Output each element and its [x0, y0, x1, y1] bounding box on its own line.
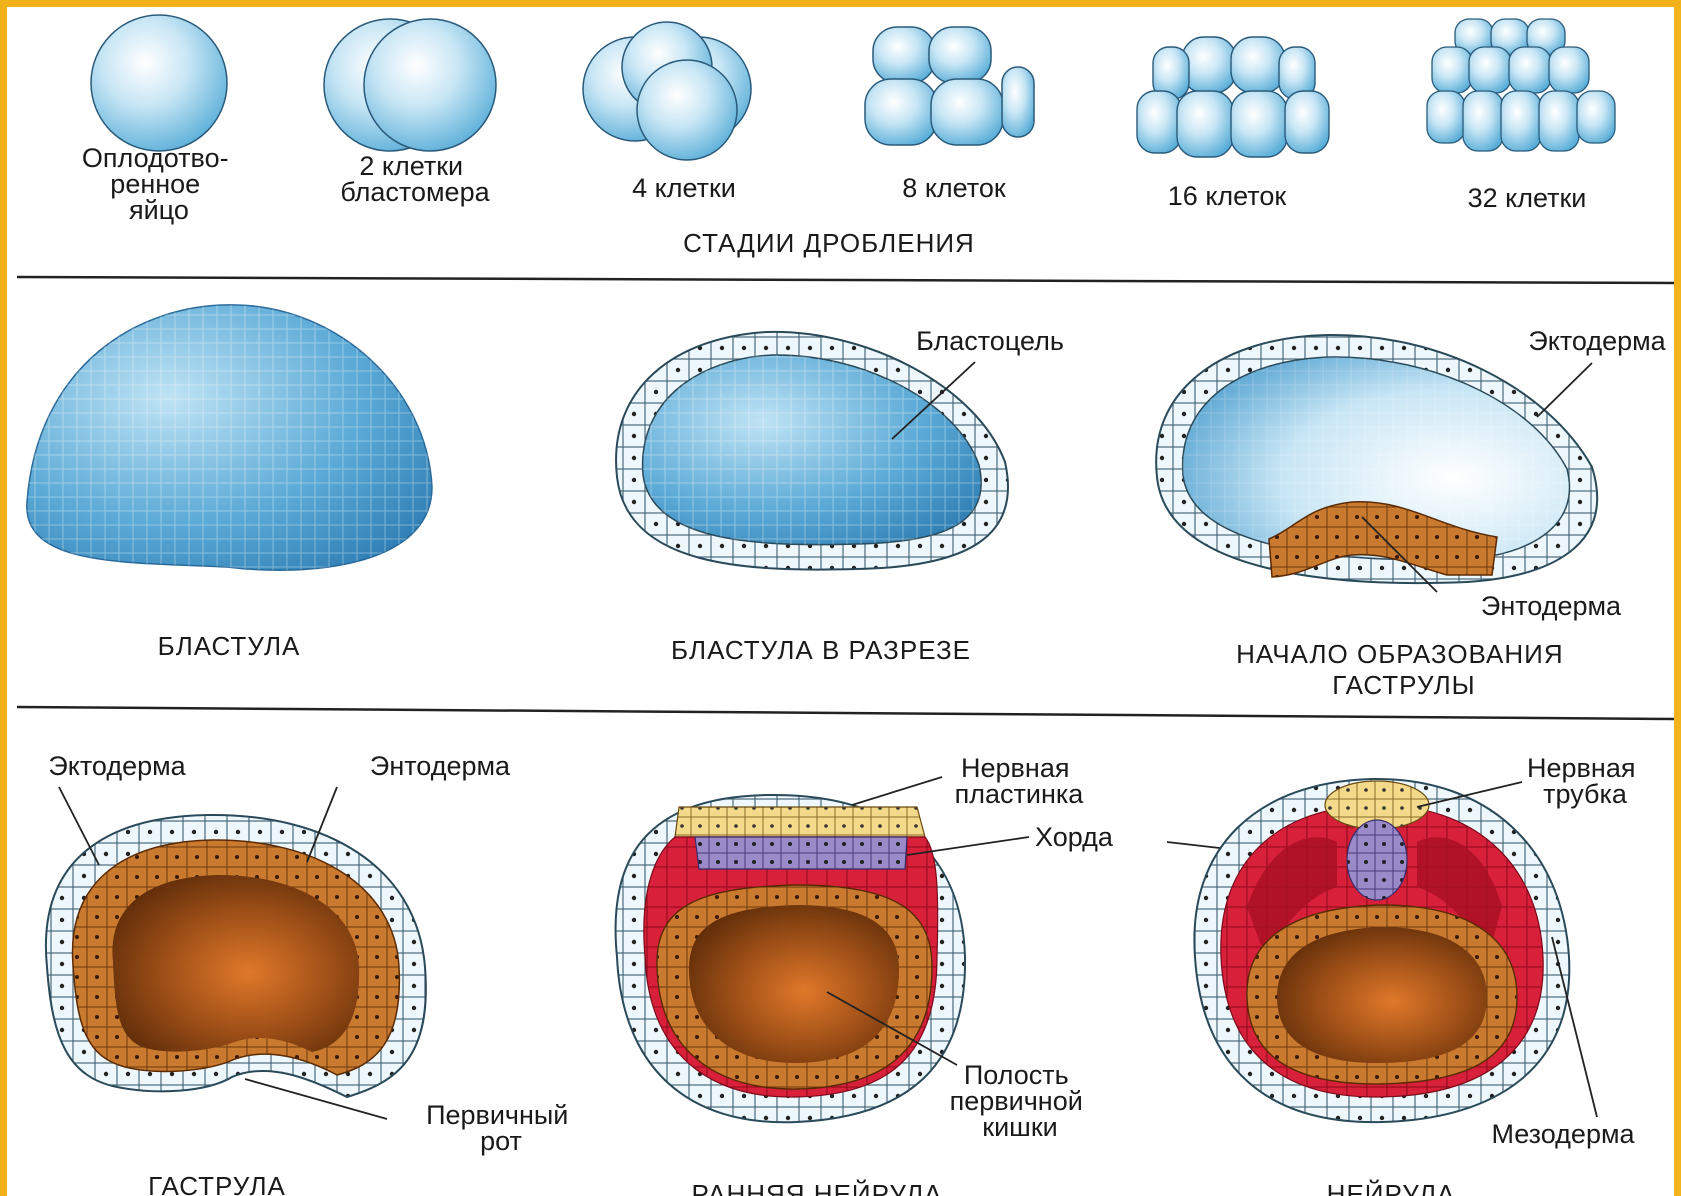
- title-blastula-section: БЛАСТУЛА В РАЗРЕЗЕ: [671, 635, 971, 665]
- neurula-drawing: [1194, 779, 1569, 1122]
- label-ectoderm-r3: Эктодерма: [48, 751, 186, 781]
- pointer-ectoderm-r3: [59, 787, 99, 865]
- label-neural-plate: Нервная пластинка: [955, 753, 1085, 809]
- gastrula-start-drawing: [1156, 335, 1597, 583]
- stage-label-8cells: 8 клеток: [902, 173, 1006, 203]
- label-endoderm-r3: Энтодерма: [370, 751, 511, 781]
- stage-label-16cells: 16 клеток: [1168, 181, 1287, 211]
- label-mesoderm: Мезодерма: [1491, 1119, 1635, 1149]
- title-early-neurula: РАННЯЯ НЕЙРУЛА: [692, 1179, 943, 1196]
- title-blastula: БЛАСТУЛА: [158, 631, 301, 661]
- cleavage-stage-32cell: [1427, 19, 1615, 151]
- label-blastocoel: Бластоцель: [916, 326, 1064, 356]
- divider-1: [17, 277, 1674, 283]
- stage-label-fertilized-egg: Оплодотво- ренное яйцо: [82, 143, 236, 225]
- stage-label-2cells: 2 клетки бластомера: [340, 151, 490, 207]
- stage-label-4cells: 4 клетки: [632, 173, 736, 203]
- blastula-drawing: [27, 305, 432, 570]
- label-gut-cavity: Полость первичной кишки: [950, 1060, 1091, 1142]
- title-gastrula: ГАСТРУЛА: [148, 1171, 286, 1196]
- cleavage-stage-4cell: [583, 22, 751, 160]
- blastula-section-drawing: [616, 332, 1008, 570]
- pointer-ectoderm-r2: [1537, 363, 1592, 417]
- label-neural-tube: Нервная трубка: [1527, 753, 1643, 809]
- cleavage-stage-2cell: [324, 19, 496, 151]
- label-endoderm-r2: Энтодерма: [1481, 591, 1622, 621]
- gastrula-drawing: [46, 815, 426, 1097]
- label-chorda: Хорда: [1035, 822, 1114, 852]
- cleavage-stage-1cell: [91, 15, 227, 151]
- divider-2: [17, 707, 1674, 719]
- embryo-development-diagram: Оплодотво- ренное яйцо 2 клетки бластоме…: [7, 7, 1674, 1196]
- stage-label-32cells: 32 клетки: [1468, 183, 1587, 213]
- cleavage-stage-16cell: [1137, 37, 1329, 157]
- title-neurula: НЕЙРУЛА: [1327, 1179, 1456, 1196]
- cleavage-title: СТАДИИ ДРОБЛЕНИЯ: [683, 228, 975, 258]
- early-neurula-drawing: [616, 795, 966, 1122]
- title-gastrula-start: НАЧАЛО ОБРАЗОВАНИЯ ГАСТРУЛЫ: [1236, 639, 1572, 700]
- label-ectoderm-r2: Эктодерма: [1528, 326, 1666, 356]
- label-primary-mouth: Первичный рот: [426, 1100, 576, 1156]
- cleavage-stage-8cell: [865, 27, 1034, 145]
- pointer-neural-plate: [852, 777, 942, 805]
